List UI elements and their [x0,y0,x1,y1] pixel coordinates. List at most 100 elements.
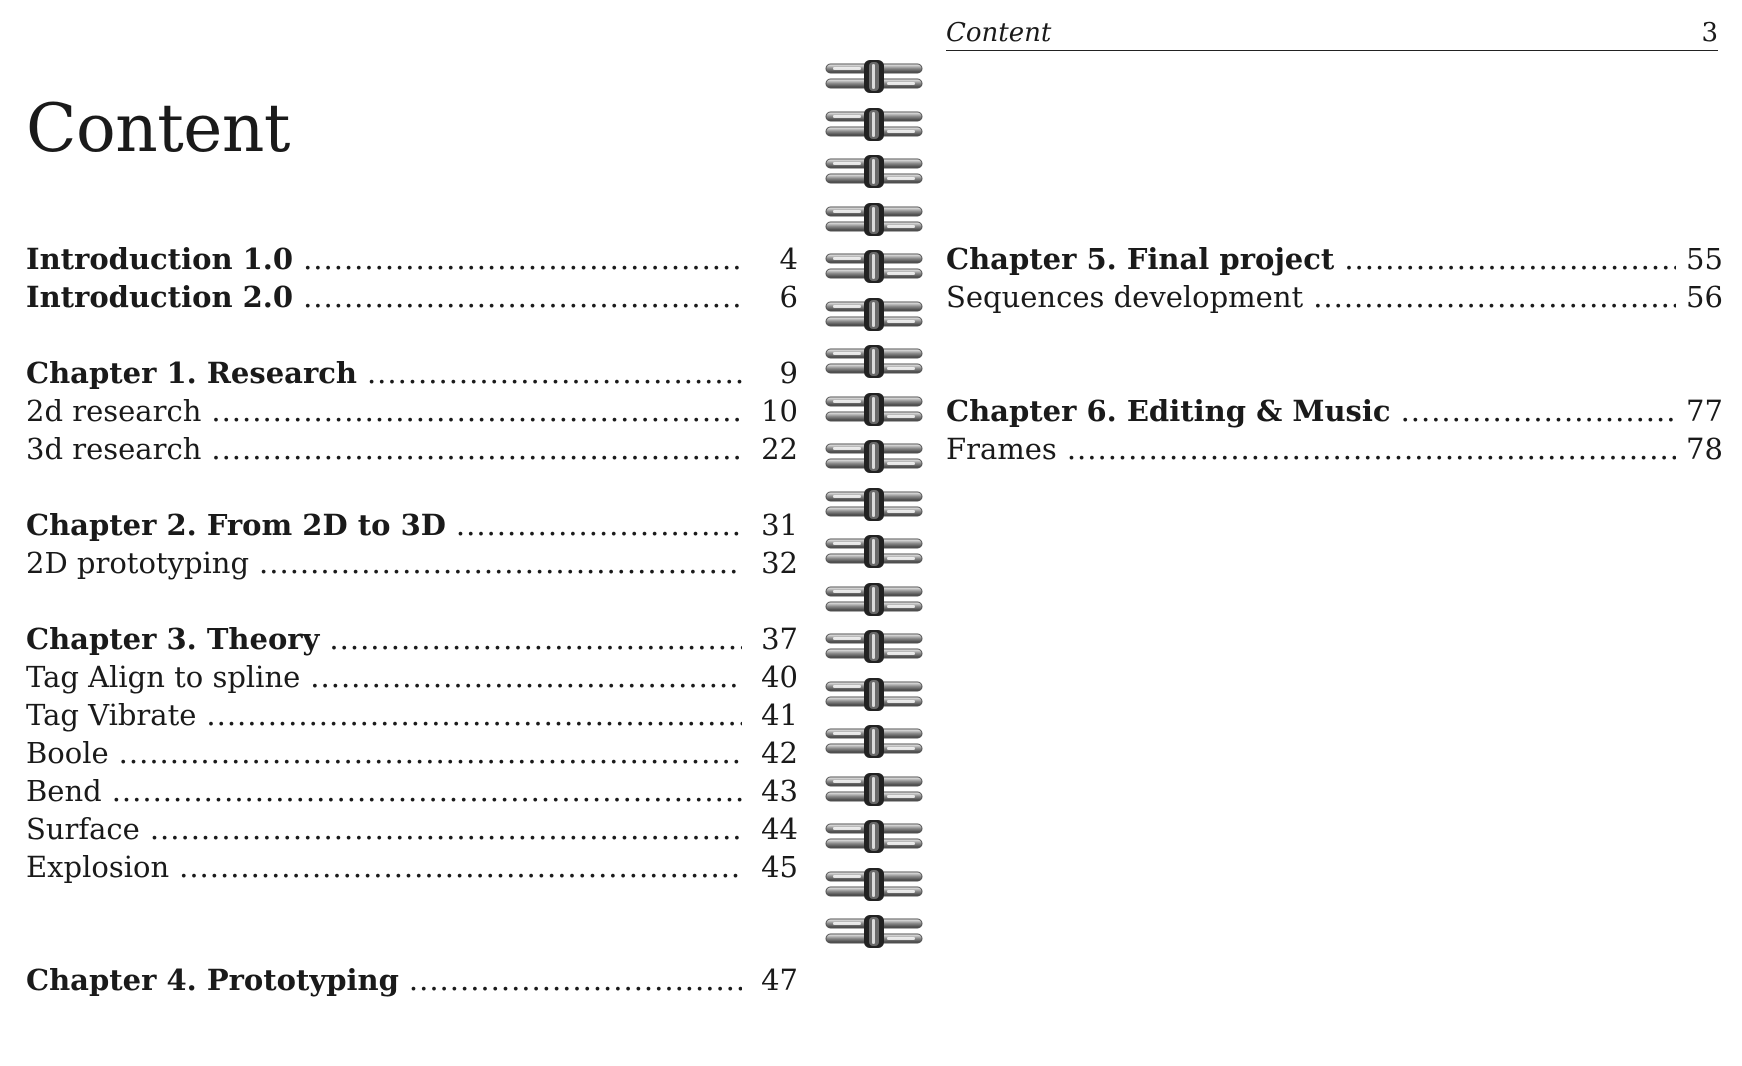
binding-ring [825,392,923,426]
binding-ring [825,772,923,806]
running-header-title: Content [946,18,1052,48]
toc-entry-label: Tag Vibrate [26,698,197,732]
binding-ring [825,535,923,568]
toc-entry-page-number: 9 [779,356,798,390]
toc-entry-label: Chapter 6. Editing & Music [946,394,1391,428]
right-page: Content 3 Chapter 5. Final project55Sequ… [936,0,1742,1066]
toc-section-entry[interactable]: Surface 44 [26,810,798,848]
dot-leader [310,658,742,696]
binding-ring [825,582,923,616]
dot-leader [367,354,742,392]
toc-entry-label: Frames [946,432,1057,466]
dot-leader [329,620,742,658]
binding-ring [825,820,923,853]
toc-entry-page-number: 4 [779,242,798,276]
toc-entry-page-number: 6 [779,280,798,314]
page-title: Content [26,90,290,167]
page-number: 3 [1701,18,1718,48]
toc-entry-page-number: 43 [761,774,798,808]
left-page: Content Introduction 1.04Introduction 2.… [0,0,820,1066]
toc-group: Chapter 5. Final project55Sequences deve… [946,240,1723,316]
dot-leader [179,848,742,886]
toc-entry-label: 3d research [26,432,202,466]
toc-entry-page-number: 32 [761,546,798,580]
toc-chapter-entry[interactable]: Chapter 2. From 2D to 3D 31 [26,506,798,544]
toc-entry-label: Surface [26,812,140,846]
toc-chapter-entry[interactable]: Chapter 3. Theory 37 [26,620,798,658]
toc-section-entry[interactable]: Frames 78 [946,430,1723,468]
dot-leader [150,810,742,848]
toc-group: Chapter 1. Research92d research103d rese… [26,354,798,468]
toc-entry-label: Introduction 1.0 [26,242,294,276]
toc-entry-page-number: 44 [761,812,798,846]
toc-entry-page-number: 31 [761,508,798,542]
toc-chapter-entry[interactable]: Chapter 5. Final project55 [946,240,1723,278]
toc-entry-page-number: 77 [1686,394,1723,428]
dot-leader [456,506,742,544]
toc-section-entry[interactable]: 3d research 22 [26,430,798,468]
toc-entry-label: Introduction 2.0 [26,280,294,314]
toc-entry-label: Tag Align to spline [26,660,301,694]
toc-group: Chapter 4. Prototyping47 [26,961,798,999]
dot-leader [303,240,742,278]
binding-ring [825,725,923,758]
dot-leader [119,734,742,772]
toc-section-entry[interactable]: Explosion45 [26,848,798,886]
toc-section-entry[interactable]: Sequences development56 [946,278,1723,316]
toc-chapter-entry[interactable]: Introduction 2.0 6 [26,278,798,316]
toc-section-entry[interactable]: Tag Align to spline 40 [26,658,798,696]
toc-chapter-entry[interactable]: Chapter 1. Research 9 [26,354,798,392]
toc-entry-page-number: 37 [761,622,798,656]
toc-entry-page-number: 22 [761,432,798,466]
toc-section-entry[interactable]: 2d research 10 [26,392,798,430]
binding-ring [825,202,923,236]
toc-entry-page-number: 10 [761,394,798,428]
running-header: Content 3 [946,18,1718,51]
dot-leader [259,544,742,582]
toc-chapter-entry[interactable]: Introduction 1.0 4 [26,240,798,278]
toc-entry-label: Chapter 3. Theory [26,622,320,656]
toc-entry-page-number: 41 [761,698,798,732]
toc-chapter-entry[interactable]: Chapter 6. Editing & Music 77 [946,392,1723,430]
toc-section-entry[interactable]: Tag Vibrate 41 [26,696,798,734]
toc-entry-label: Explosion [26,850,170,884]
binding-ring [825,915,923,948]
binding-ring [825,867,923,901]
toc-entry-label: 2d research [26,394,202,428]
toc-entry-label: Sequences development [946,280,1304,314]
toc-entry-page-number: 78 [1686,432,1723,466]
binding-ring [825,155,923,188]
binding-ring [825,440,923,473]
toc-section-entry[interactable]: Boole42 [26,734,798,772]
toc-entry-label: Chapter 4. Prototyping [26,963,399,997]
binding-ring [825,345,923,378]
binding-ring [825,677,923,711]
toc-entry-page-number: 42 [761,736,798,770]
toc-entry-label: Bend [26,774,102,808]
toc-entry-page-number: 40 [761,660,798,694]
binding-ring [825,487,923,521]
dot-leader [211,430,742,468]
dot-leader [1401,392,1676,430]
toc-section-entry[interactable]: Bend 43 [26,772,798,810]
toc-group: Chapter 2. From 2D to 3D312D prototyping… [26,506,798,582]
binding-ring [825,60,923,93]
toc-entry-label: 2D prototyping [26,546,250,580]
binding-ring [825,630,923,663]
binding-ring [825,297,923,331]
dot-leader [112,772,742,810]
dot-leader [409,961,742,999]
toc-section-entry[interactable]: 2D prototyping 32 [26,544,798,582]
toc-entry-label: Chapter 2. From 2D to 3D [26,508,446,542]
toc-chapter-entry[interactable]: Chapter 4. Prototyping47 [26,961,798,999]
dot-leader [1313,278,1676,316]
toc-entry-label: Chapter 1. Research [26,356,357,390]
dot-leader [1067,430,1676,468]
binding-ring [825,107,923,141]
spiral-binding-icon [824,60,924,1040]
dot-leader [1344,240,1676,278]
